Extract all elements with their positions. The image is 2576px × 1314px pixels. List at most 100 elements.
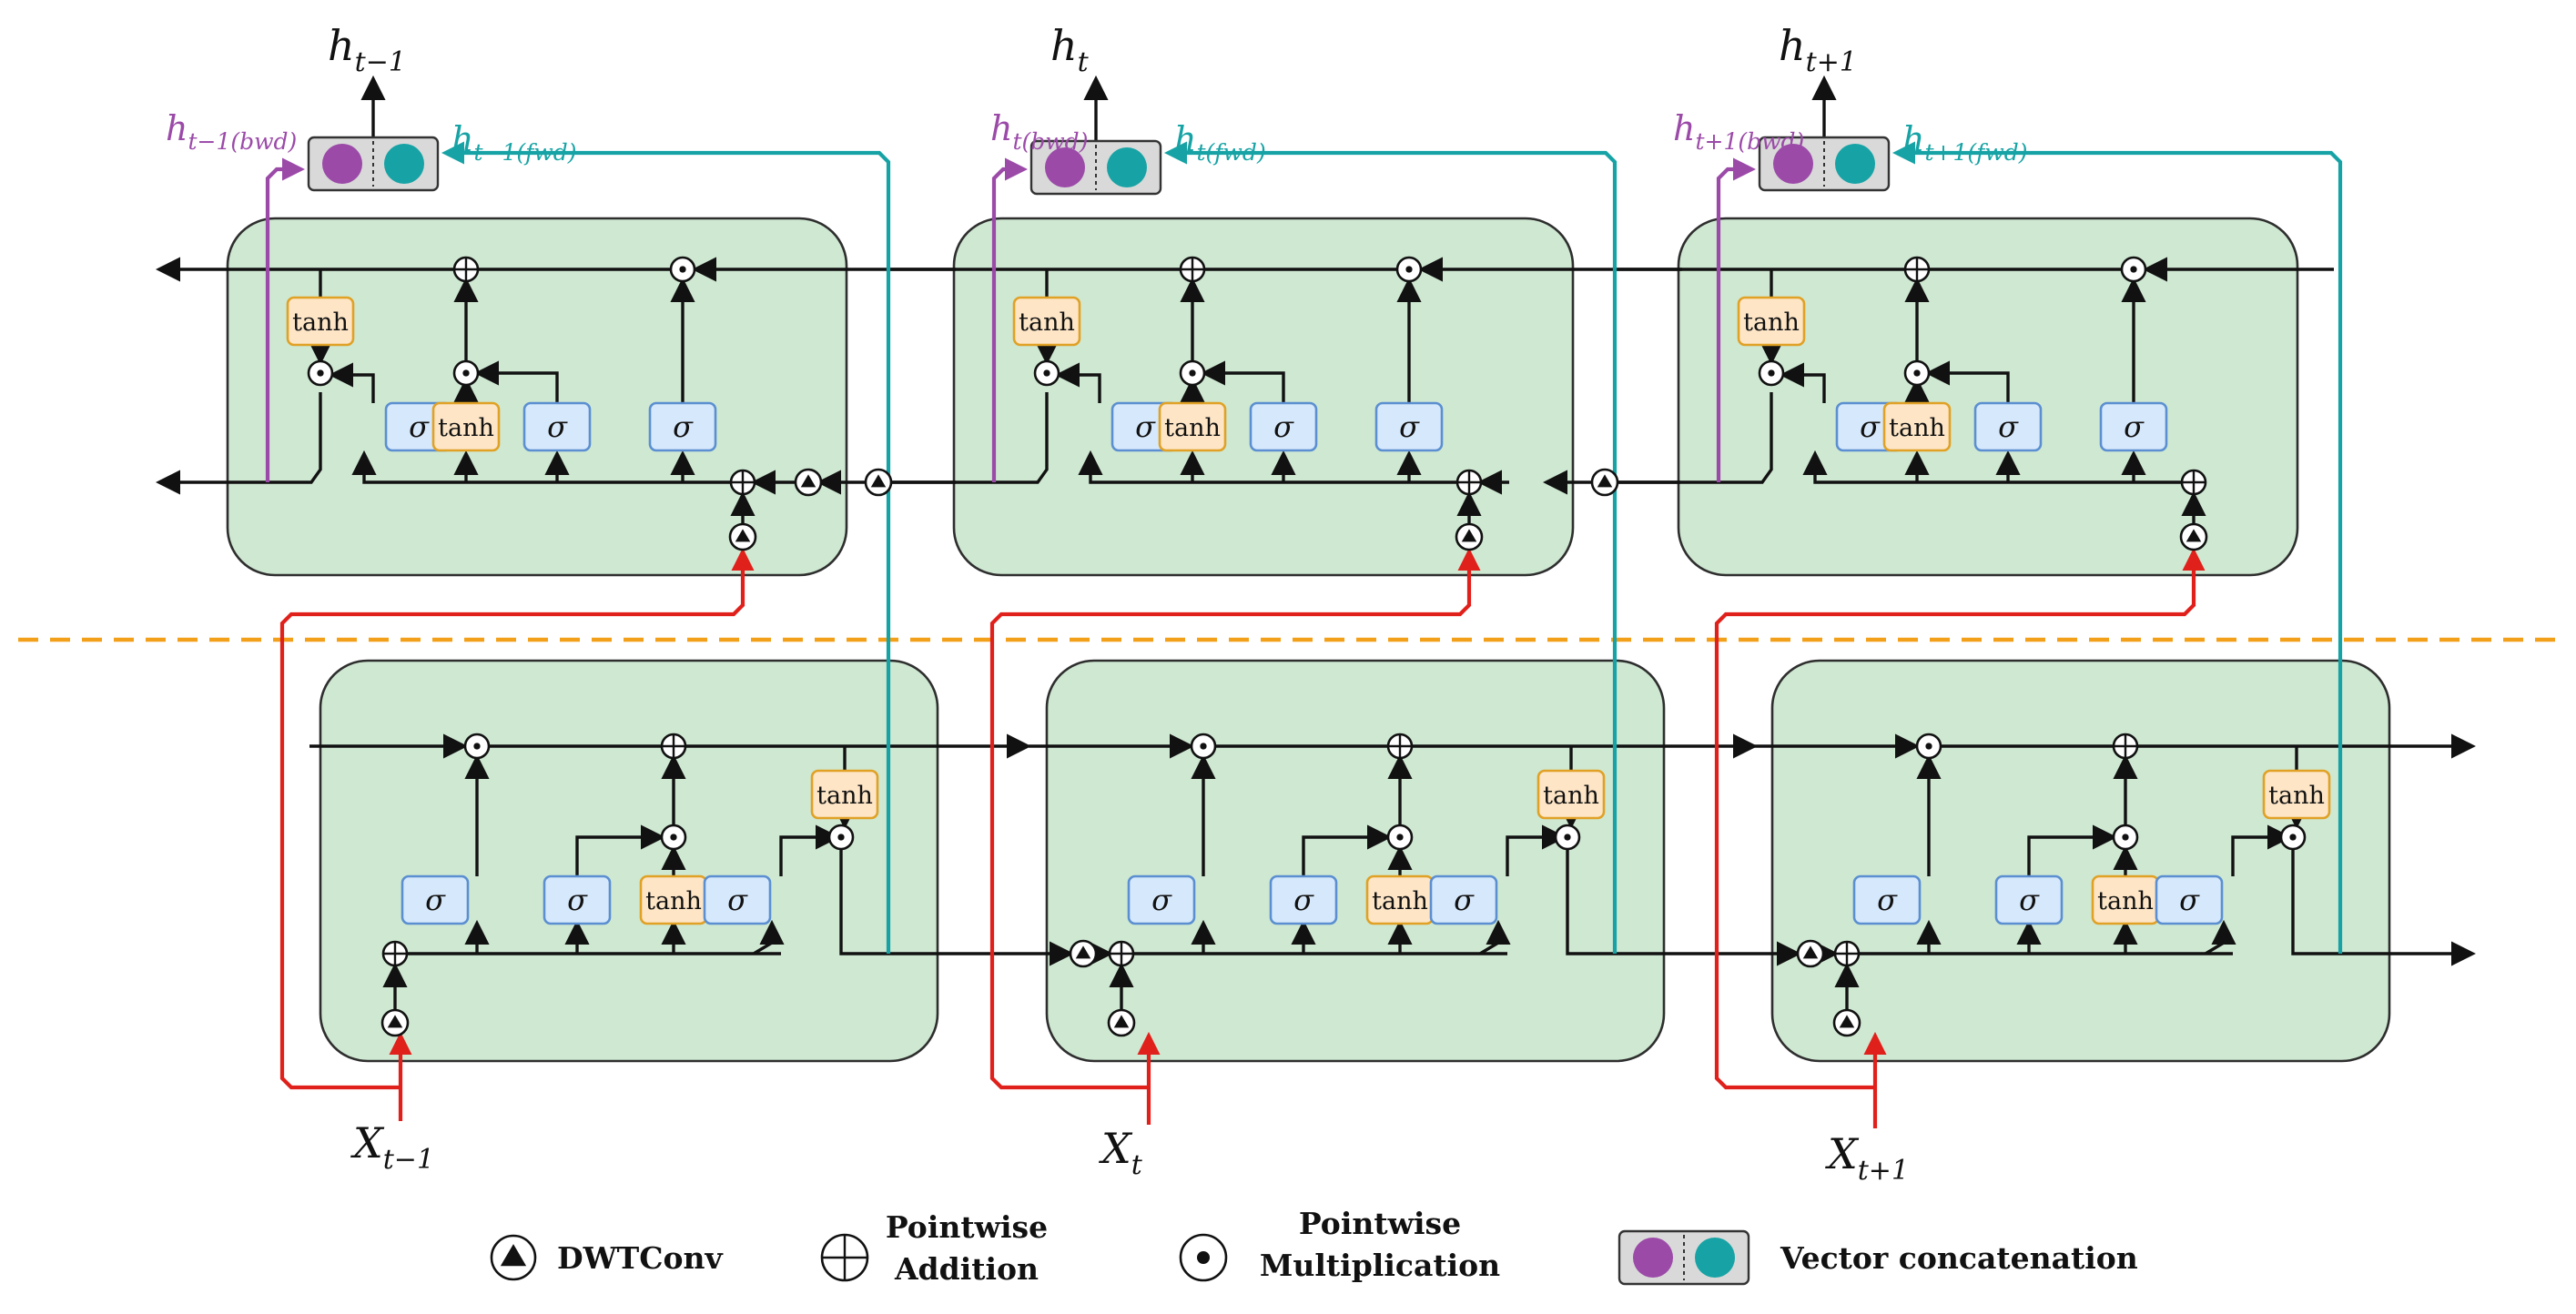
fwd-cell-2-sigma-input-label: σ	[1293, 883, 1314, 917]
fwd-cell-2-add-top-cross	[1388, 734, 1412, 758]
output-label-2-subscript: t	[1078, 46, 1090, 78]
fwd-cell-2-sigma-input: σ	[1269, 874, 1338, 925]
input-label-2: Xt	[1099, 1124, 1143, 1181]
fwd-cell-2-to-sig3	[1479, 919, 1511, 955]
bwd-cell-2-add-in	[1455, 469, 1483, 496]
bwd-cell-2-sigma-input-box	[1249, 401, 1318, 452]
fwd-cell-2-add-in	[1108, 940, 1135, 967]
fwd-cell-3-add-top	[2112, 733, 2139, 760]
bwd-cell-1-dwt-in	[728, 522, 757, 551]
bwd-cell-1-tanh-cand-label: tanh	[438, 414, 494, 442]
bwd-cell-3-sig1-to-mul	[1779, 362, 1826, 403]
bwd-dwt-entry-1	[794, 468, 823, 497]
fwd-cell-2-tanh-out-label: tanh	[1543, 782, 1599, 810]
bwd-label-1: ht−1(bwd)	[166, 108, 297, 155]
bwd-cell-2-dwt-between	[1590, 468, 1619, 497]
fwd-cell-1-sigma-input: σ	[543, 874, 612, 925]
bwd-cell-1-add-top-cross	[454, 258, 478, 281]
fwd-cell-2-tanh-out-box	[1536, 769, 1606, 820]
concat-box-3	[1758, 136, 1891, 192]
concat-box-3-fwd-dot	[1835, 144, 1875, 184]
bwd-cell-1-mul-out-dot	[317, 369, 324, 377]
input-path-2-to-bwd	[989, 547, 1481, 1090]
concat-box-2-fwd-dot	[1107, 147, 1147, 187]
fwd-cell-2-mul-out	[1554, 824, 1581, 851]
bwd-cell-3-add-in	[2180, 469, 2207, 496]
legend-add-icon-cross	[822, 1235, 867, 1280]
bwd-cell-1-sigma-input-label: σ	[547, 409, 568, 444]
bwd-label-1-symbol: h	[166, 108, 188, 148]
fwd-cell-2-sigma-forget-label: σ	[1151, 883, 1172, 917]
bwd-cell-1-add-in	[729, 469, 756, 496]
output-label-3-subscript: t+1	[1806, 46, 1857, 78]
bwd-label-2-symbol: h	[990, 108, 1012, 148]
bwd-cell-3-sigma-output: σ	[2099, 401, 2168, 452]
input-label-2-subscript: t	[1131, 1149, 1143, 1181]
bwd-cell-1-mul-top	[669, 256, 696, 283]
bwd-cell-3	[1677, 217, 2299, 577]
bwd-cell-1-sigma-output-label: σ	[673, 409, 694, 444]
fwd-label-2-symbol: h	[1174, 119, 1196, 159]
bwd-cell-3-mul-mid-dot	[1913, 369, 1921, 377]
concat-box-1-fwd-dot	[384, 144, 424, 184]
bwd-cell-3-h-out	[1615, 392, 1773, 484]
fwd-cell-1-dwt-in-triangle	[387, 1015, 403, 1028]
fwd-cell-1-to-sig3	[753, 919, 785, 955]
bwd-cell-1-sig2-to-mul	[473, 360, 559, 403]
input-label-1-symbol: X	[350, 1118, 385, 1167]
concat-box-1	[307, 136, 440, 192]
fwd-cell-2-sigma-output-box	[1429, 874, 1498, 925]
output-label-2: ht	[1050, 21, 1090, 78]
bwd-cell-2-hidden-feed	[1078, 450, 1457, 484]
fwd-cell-2-add-in-cross	[1110, 942, 1133, 965]
bwd-cell-1-sigma-output: σ	[648, 401, 717, 452]
bwd-dwt-entry-1-triangle	[800, 474, 816, 488]
bwd-cell-2-tanh-out-label: tanh	[1019, 308, 1075, 337]
fwd-label-1: ht−1(fwd)	[451, 119, 577, 166]
bwd-cell-1-tanh-out-box	[286, 296, 355, 347]
concat-box-1-bwd-dot	[322, 144, 362, 184]
bwd-cell-2-sigma-output: σ	[1374, 401, 1444, 452]
legend-add-line1: Pointwise	[886, 1209, 1048, 1245]
fwd-cell-1-sigma-output-label: σ	[727, 883, 748, 917]
fwd-cell-2-mul-mid	[1386, 824, 1414, 851]
bwd-cell-3-dwt-in	[2179, 522, 2208, 551]
fwd-cell-3-sigma-forget: σ	[1852, 874, 1922, 925]
legend-dwt-icon-triangle	[500, 1244, 527, 1267]
fwd-cell-2-sigma-input-box	[1269, 874, 1338, 925]
bwd-label-2-subscript: t(bwd)	[1012, 128, 1088, 155]
bwd-label-3: ht+1(bwd)	[1673, 108, 1804, 155]
bwd-label-2: ht(bwd)	[990, 108, 1088, 155]
legend-mul-line2: Multiplication	[1260, 1248, 1500, 1283]
fwd-cell-3-mul-mid	[2112, 824, 2139, 851]
output-label-1: ht−1	[328, 21, 406, 78]
input-label-1: Xt−1	[350, 1118, 434, 1176]
bwd-cell-3-tanh-out: tanh	[1737, 296, 1806, 347]
bwd-cell-3-sigma-input: σ	[1973, 401, 2043, 452]
input-label-2-symbol: X	[1099, 1124, 1133, 1173]
bwd-cell-1-dwt-between-triangle	[870, 474, 887, 488]
fwd-cell-1-tanh-out-box	[810, 769, 879, 820]
bwd-to-concat-3	[1716, 157, 1757, 482]
bwd-cell-3-sigma-forget-label: σ	[1860, 409, 1881, 444]
bwd-cell-3-dwt-in-triangle	[2186, 529, 2202, 542]
fwd-cell-3-sigma-output: σ	[2155, 874, 2224, 925]
fwd-label-2-subscript: t(fwd)	[1196, 139, 1265, 166]
bwd-cell-1-dwt-between	[864, 468, 893, 497]
fwd-cell-1-mul-out-dot	[837, 834, 845, 841]
bwd-cell-2-sigma-input: σ	[1249, 401, 1318, 452]
fwd-to-concat-2	[1163, 141, 1618, 954]
legend-mul-icon	[1179, 1233, 1228, 1282]
bwd-label-1-subscript: t−1(bwd)	[188, 128, 297, 155]
fwd-cell-3-sig2-to-mul	[2027, 824, 2118, 876]
fwd-cell-3-tanh-out-label: tanh	[2268, 782, 2325, 810]
input-path-3-to-bwd	[1714, 547, 2206, 1090]
bwd-cell-3-sigma-output-box	[2099, 401, 2168, 452]
fwd-cell-1-tanh-out-label: tanh	[816, 782, 873, 810]
legend-concat-label: Vector concatenation	[1780, 1240, 2138, 1276]
output-label-3-symbol: h	[1779, 21, 1806, 70]
bwd-cell-3-tanh-out-box	[1737, 296, 1806, 347]
bwd-cell-2	[952, 217, 1575, 577]
bwd-cell-2-tanh-cand-box	[1158, 401, 1227, 452]
